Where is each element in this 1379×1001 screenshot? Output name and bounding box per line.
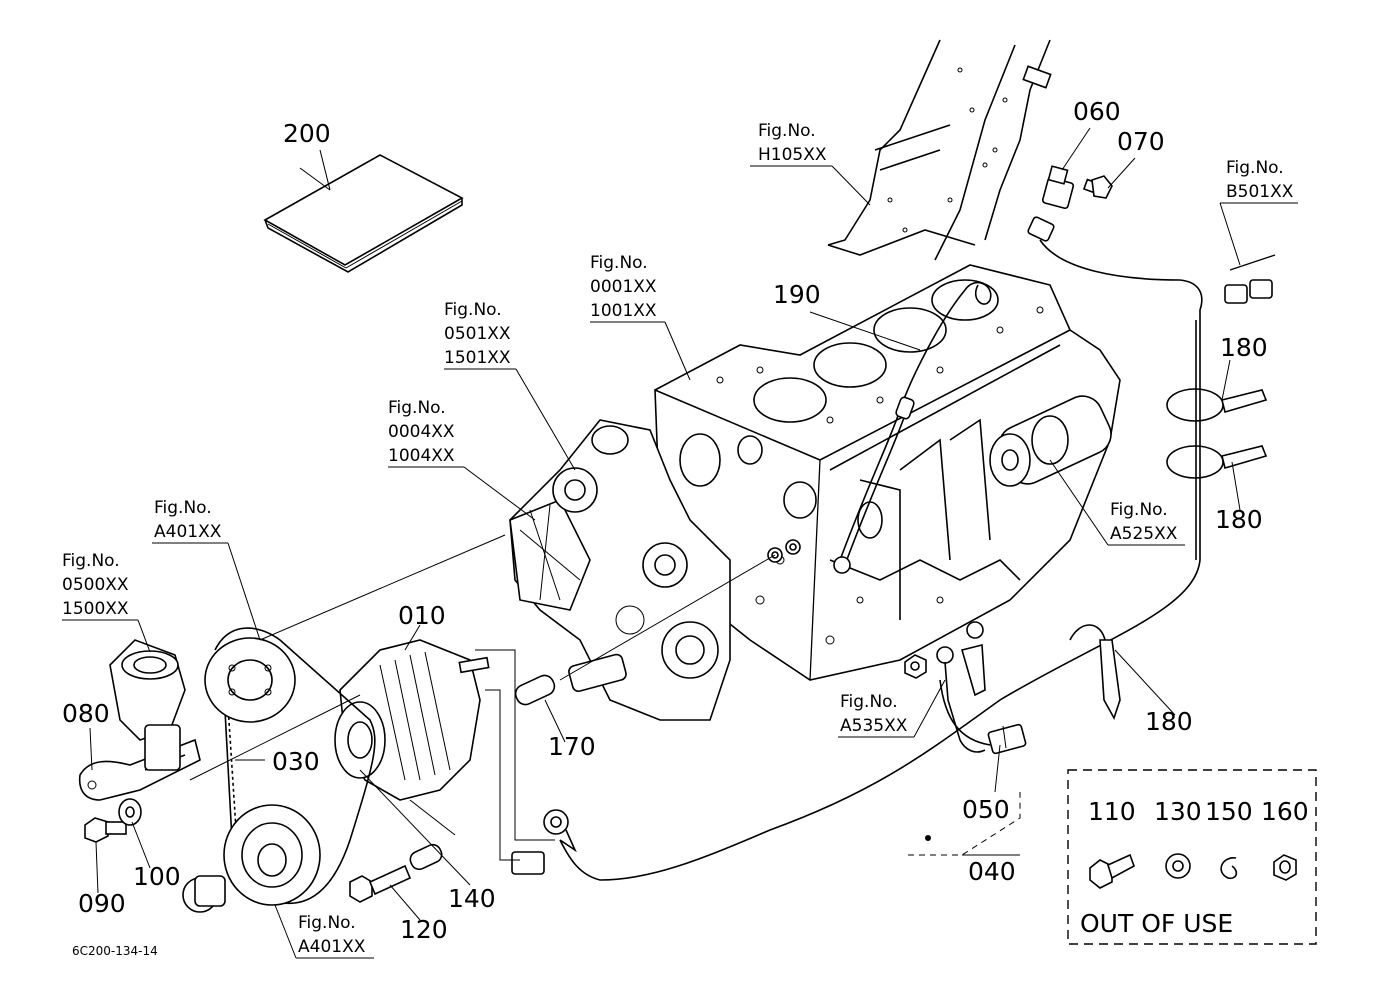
figref-a401-bot-label: Fig.No.	[298, 913, 356, 933]
dipstick	[833, 281, 992, 574]
figref-a401-top-label: Fig.No.	[154, 498, 212, 518]
bolt-110	[1089, 853, 1135, 889]
callout-150: 150	[1205, 797, 1253, 826]
callout-070: 070	[1117, 127, 1165, 156]
figref-0500-label: Fig.No.	[62, 551, 120, 571]
block-washers	[767, 539, 801, 563]
fan-pulley	[204, 637, 296, 723]
callout-100: 100	[133, 862, 181, 891]
callout-050: 050	[962, 795, 1010, 824]
callout-060: 060	[1073, 97, 1121, 126]
cable-tie-upper	[1166, 388, 1268, 422]
figref-b501-code: B501XX	[1226, 182, 1294, 202]
spacer-170	[514, 674, 556, 706]
ground-cable	[904, 621, 986, 753]
figref-0500-code2: 1500XX	[62, 599, 129, 619]
harness-point	[925, 835, 931, 841]
connector-b501	[1224, 254, 1276, 304]
alternator-wire	[511, 809, 577, 875]
bracket-frame	[827, 39, 1052, 261]
figref-a525-label: Fig.No.	[1110, 500, 1168, 520]
figref-0501-code1: 0501XX	[444, 324, 511, 344]
figref-0001-code2: 1001XX	[590, 301, 657, 321]
leader-lines	[62, 127, 1298, 959]
callout-120: 120	[400, 915, 448, 944]
out-of-use-box	[1067, 769, 1317, 945]
figref-a401-bot-code: A401XX	[298, 937, 366, 957]
callout-190: 190	[773, 280, 821, 309]
bolt-070	[1082, 175, 1113, 199]
crank-nut	[182, 875, 226, 913]
figref-0500-code1: 0500XX	[62, 575, 129, 595]
bolt-120	[349, 864, 412, 903]
figref-a535-code: A535XX	[840, 716, 908, 736]
figref-a401-top-code: A401XX	[154, 522, 222, 542]
callout-200: 200	[283, 119, 331, 148]
cable-tie-middle	[1166, 445, 1268, 479]
callout-170: 170	[548, 732, 596, 761]
callout-030: 030	[272, 747, 320, 776]
crank-pulley	[223, 804, 321, 906]
spring-washer-150	[1220, 857, 1238, 880]
spacer-140	[409, 843, 443, 871]
manual-booklet	[263, 154, 464, 273]
washer-100	[118, 798, 142, 826]
callout-140: 140	[448, 884, 496, 913]
oil-switch	[1027, 165, 1075, 242]
figref-a525-code: A525XX	[1110, 524, 1178, 544]
drawing-code: 6C200-134-14	[72, 944, 158, 958]
figref-a535-label: Fig.No.	[840, 692, 898, 712]
callout-080: 080	[62, 699, 110, 728]
cable-tie-lower	[1069, 624, 1121, 720]
bolt-090	[84, 817, 127, 843]
callout-090: 090	[78, 889, 126, 918]
figref-0001-code1: 0001XX	[590, 277, 657, 297]
figref-0001-label: Fig.No.	[590, 253, 648, 273]
out-of-use-title: OUT OF USE	[1080, 909, 1233, 938]
figref-0501-label: Fig.No.	[444, 300, 502, 320]
figref-0004-code2: 1004XX	[388, 446, 455, 466]
starter-motor	[989, 395, 1112, 487]
figref-0004-label: Fig.No.	[388, 398, 446, 418]
figref-h105-label: Fig.No.	[758, 121, 816, 141]
callout-160: 160	[1261, 797, 1309, 826]
alternator	[334, 639, 490, 801]
callout-110: 110	[1088, 797, 1136, 826]
callout-180-lower: 180	[1145, 707, 1193, 736]
connector-050	[987, 723, 1027, 755]
figref-0004-code1: 0004XX	[388, 422, 455, 442]
callout-180-middle: 180	[1215, 505, 1263, 534]
callout-180-upper: 180	[1220, 333, 1268, 362]
callout-040: 040	[968, 857, 1016, 886]
thermostat-housing	[109, 639, 186, 771]
callout-010: 010	[398, 601, 446, 630]
washer-130	[1165, 853, 1191, 879]
figref-0501-code2: 1501XX	[444, 348, 511, 368]
figref-b501-label: Fig.No.	[1226, 158, 1284, 178]
callout-130: 130	[1154, 797, 1202, 826]
gear-case	[509, 419, 731, 721]
nut-160	[1273, 854, 1297, 881]
alternator-bracket	[78, 738, 201, 801]
figref-h105-code: H105XX	[758, 145, 827, 165]
